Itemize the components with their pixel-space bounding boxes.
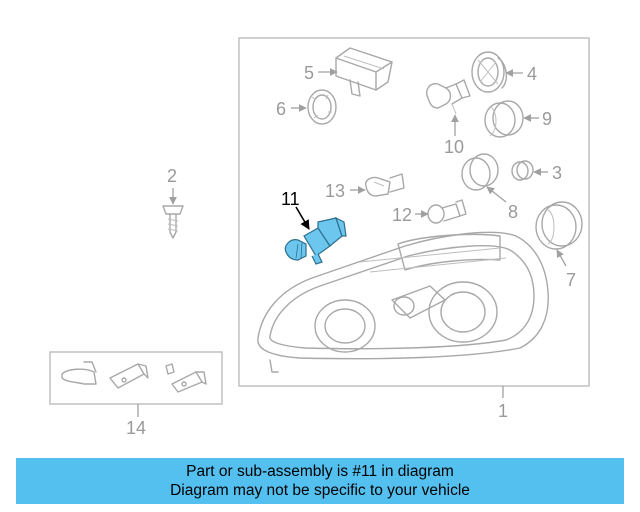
cap-part-7[interactable] (535, 201, 583, 250)
banner-line-1: Part or sub-assembly is #11 in diagram (186, 463, 454, 480)
banner-line-2: Diagram may not be specific to your vehi… (170, 482, 470, 499)
callout-14: 14 (126, 418, 146, 438)
callout-12: 12 (392, 205, 412, 225)
callout-5: 5 (304, 63, 314, 83)
bulb-part-11[interactable] (284, 216, 347, 265)
bulb-part-10[interactable] (426, 79, 471, 115)
callout-13: 13 (325, 181, 345, 201)
headlamp-housing[interactable] (257, 231, 549, 373)
cap-part-8[interactable] (461, 153, 499, 191)
callout-9: 9 (542, 109, 552, 129)
assembly-frame (238, 37, 590, 387)
callout-10: 10 (444, 137, 464, 157)
bracket-part-14[interactable] (61, 361, 207, 393)
screw-part-2[interactable] (162, 205, 184, 239)
bulb-part-12[interactable] (427, 199, 467, 224)
callout-3: 3 (552, 163, 562, 183)
cap-part-9[interactable] (484, 100, 524, 138)
bulb-part-13[interactable] (365, 173, 405, 197)
motor-part-5[interactable] (335, 47, 393, 97)
parts-diagram: 1 2 3 4 5 6 7 8 9 10 11 12 13 14 (49, 37, 590, 438)
socket-part-4[interactable] (471, 51, 508, 93)
leader-lines (137, 68, 567, 417)
callout-2: 2 (167, 166, 177, 186)
callout-8: 8 (508, 202, 518, 222)
grommet-part-3[interactable] (511, 160, 534, 181)
callout-4: 4 (527, 64, 537, 84)
callout-11[interactable]: 11 (281, 189, 300, 209)
callout-6: 6 (276, 99, 286, 119)
callout-1: 1 (498, 401, 508, 421)
callout-labels: 1 2 3 4 5 6 7 8 9 10 11 12 13 14 (126, 63, 576, 438)
info-banner: Part or sub-assembly is #11 in diagram D… (16, 458, 624, 504)
callout-7: 7 (566, 270, 576, 290)
ring-part-6[interactable] (307, 89, 337, 125)
bracket-frame (49, 351, 223, 405)
